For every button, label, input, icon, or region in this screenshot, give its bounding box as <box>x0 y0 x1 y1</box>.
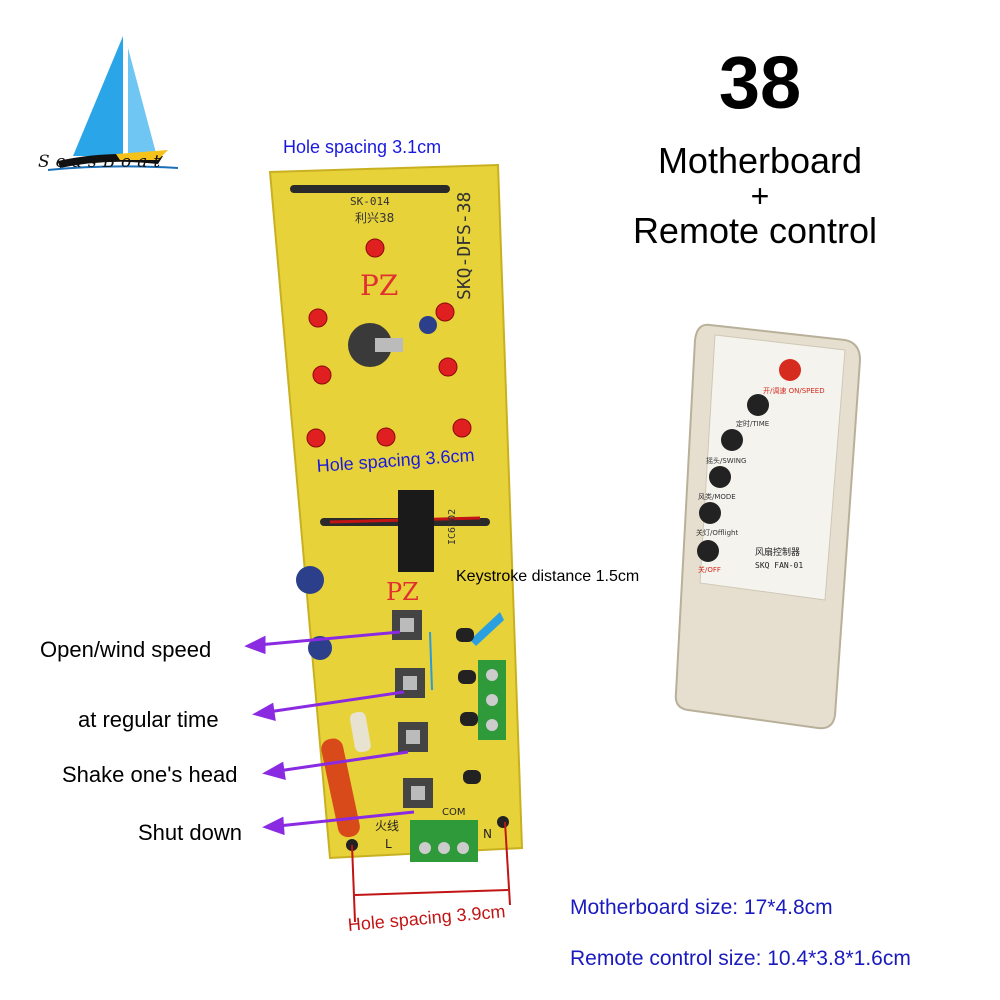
terminal-com-label: COM <box>442 807 465 818</box>
board-logo-print: PZ <box>360 269 398 302</box>
remote-button-label: 摇头/SWING <box>706 456 746 465</box>
model-number-title: 38 <box>718 41 802 124</box>
button-function-label: Open/wind speed <box>40 637 212 662</box>
terminal-neutral-letter: N <box>483 827 492 841</box>
title-line-remote: Remote control <box>632 210 878 251</box>
board-logo-print-lower: PZ <box>386 578 419 606</box>
terminal-live-letter: L <box>385 837 392 851</box>
button-function-label: Shut down <box>138 820 242 845</box>
remote-button-label: 关灯/Offlight <box>696 528 738 537</box>
button-function-label: at regular time <box>78 707 219 732</box>
remote-off-button <box>697 540 719 562</box>
brand-wordmark: SeasBoat <box>38 152 167 172</box>
remote-control-illustration: 开/调速 ON/SPEED 定时/TIME 摇头/SWING 风类/MODE 关… <box>674 323 862 730</box>
motherboard-size-note: Motherboard size: 17*4.8cm <box>570 896 833 919</box>
sailboat-logo-icon <box>47 36 179 171</box>
silkscreen-name: 利兴38 <box>355 211 394 225</box>
remote-size-note: Remote control size: 10.4*3.8*1.6cm <box>570 947 911 970</box>
remote-button-label: 风类/MODE <box>698 492 736 501</box>
remote-time-button <box>747 394 769 416</box>
terminal-live-label: 火线 <box>375 819 399 833</box>
remote-on-speed-button <box>779 359 801 381</box>
remote-button-label: 定时/TIME <box>736 419 769 428</box>
board-model-print: SKQ-DFS-38 <box>454 192 475 300</box>
remote-model: SKQ FAN-01 <box>755 561 803 570</box>
remote-button-label: 关/OFF <box>698 565 721 574</box>
keystroke-distance-note: Keystroke distance 1.5cm <box>456 568 640 585</box>
silkscreen-code: SK-014 <box>350 195 390 208</box>
remote-button-label: 开/调速 ON/SPEED <box>763 386 825 395</box>
remote-offlight-button <box>699 502 721 524</box>
remote-product-name: 风扇控制器 <box>755 546 800 558</box>
button-function-label: Shake one's head <box>62 762 238 787</box>
title-line-motherboard: Motherboard <box>657 140 863 181</box>
chip-label: IC6202 <box>447 509 458 545</box>
remote-swing-button <box>721 429 743 451</box>
remote-mode-button <box>709 466 731 488</box>
title-plus-sign: + <box>750 178 770 214</box>
hole-spacing-top-note: Hole spacing 3.1cm <box>283 137 442 157</box>
